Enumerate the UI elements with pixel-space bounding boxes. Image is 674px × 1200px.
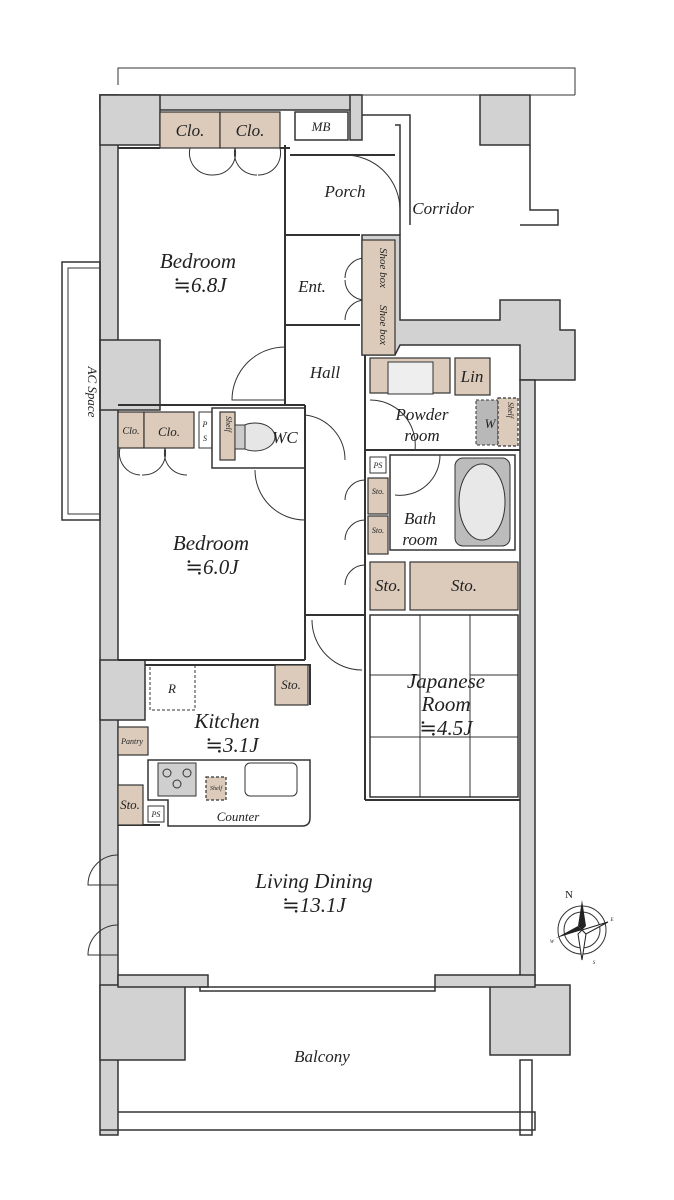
- storage-label: Sto.: [372, 526, 384, 535]
- compass-north: N: [565, 889, 573, 901]
- tatami-grid: [369, 614, 519, 798]
- powder-room-label: room: [404, 426, 439, 445]
- ac-space: AC Space: [61, 261, 101, 521]
- entrance-label: Ent.: [297, 277, 326, 296]
- living-dining-size: ≒13.1J: [282, 893, 347, 917]
- vanity: [387, 361, 434, 395]
- shoe-box-label: Shoe box: [377, 305, 389, 345]
- toilet: Shelf: [211, 407, 306, 469]
- compass-west: W: [550, 940, 555, 945]
- bedroom2-size: ≒6.0J: [185, 555, 240, 579]
- kitchen-size: ≒3.1J: [205, 733, 260, 757]
- powder-room-label: Powder: [395, 405, 449, 424]
- pantry-label: Pantry: [120, 737, 143, 746]
- storage-label: Sto.: [372, 487, 384, 496]
- japanese-room-label: Room: [421, 692, 471, 716]
- closet-label: Clo.: [176, 121, 205, 140]
- bedroom2-label: Bedroom: [173, 531, 249, 555]
- bath-room-label: Bath: [404, 509, 436, 528]
- bathtub: [389, 454, 516, 551]
- kitchen-counter: R Shelf PS Counter: [147, 664, 311, 827]
- porch-label: Porch: [324, 182, 366, 201]
- exterior-walls: [99, 94, 576, 1136]
- ac-space-label: AC Space: [85, 366, 100, 418]
- pipe-space-label: PS: [373, 461, 383, 470]
- pipe-space-label: P: [202, 420, 208, 429]
- bath-room-label: room: [402, 530, 437, 549]
- storage-label: Sto.: [120, 797, 140, 812]
- storage-label: Sto.: [451, 576, 477, 595]
- bedroom1-size: ≒6.8J: [173, 273, 228, 297]
- shelf-label: Shelf: [210, 785, 223, 792]
- fridge-label: R: [167, 681, 176, 696]
- pipe-space-label: S: [203, 434, 207, 443]
- storage-units: Clo. Clo. MB Shoe box Shoe box Clo. Clo.…: [117, 111, 519, 826]
- hall-label: Hall: [309, 363, 341, 382]
- living-dining-label: Living Dining: [254, 869, 372, 893]
- storage-label: Sto.: [375, 576, 401, 595]
- kitchen-label: Kitchen: [193, 709, 259, 733]
- compass-icon: N E S W: [550, 889, 614, 966]
- pipe-space-label: PS: [151, 810, 161, 819]
- doors: [87, 147, 441, 956]
- room-labels: Corridor Porch Ent. Hall Bedroom ≒6.8J W…: [160, 182, 485, 1066]
- japanese-room-label: Japanese: [407, 669, 485, 693]
- washer-label: W: [485, 416, 497, 431]
- meter-box-label: MB: [311, 119, 331, 134]
- wc-label: WC: [272, 428, 298, 447]
- shelf-label: Shelf: [506, 402, 515, 420]
- shelf-label: Shelf: [224, 416, 233, 434]
- counter-label: Counter: [217, 809, 261, 824]
- bedroom1-label: Bedroom: [160, 249, 236, 273]
- compass-east: E: [609, 918, 613, 923]
- linen-label: Lin: [460, 367, 484, 386]
- compass-south: S: [593, 961, 596, 966]
- corridor-label: Corridor: [412, 199, 474, 218]
- japanese-room-size: ≒4.5J: [419, 716, 474, 740]
- closet-label: Clo.: [123, 426, 140, 437]
- balcony-label: Balcony: [294, 1047, 350, 1066]
- storage-label: Sto.: [281, 677, 301, 692]
- closet-label: Clo.: [236, 121, 265, 140]
- corridor-outline: [117, 67, 576, 235]
- shoe-box-label: Shoe box: [377, 248, 389, 288]
- closet-label: Clo.: [158, 424, 180, 439]
